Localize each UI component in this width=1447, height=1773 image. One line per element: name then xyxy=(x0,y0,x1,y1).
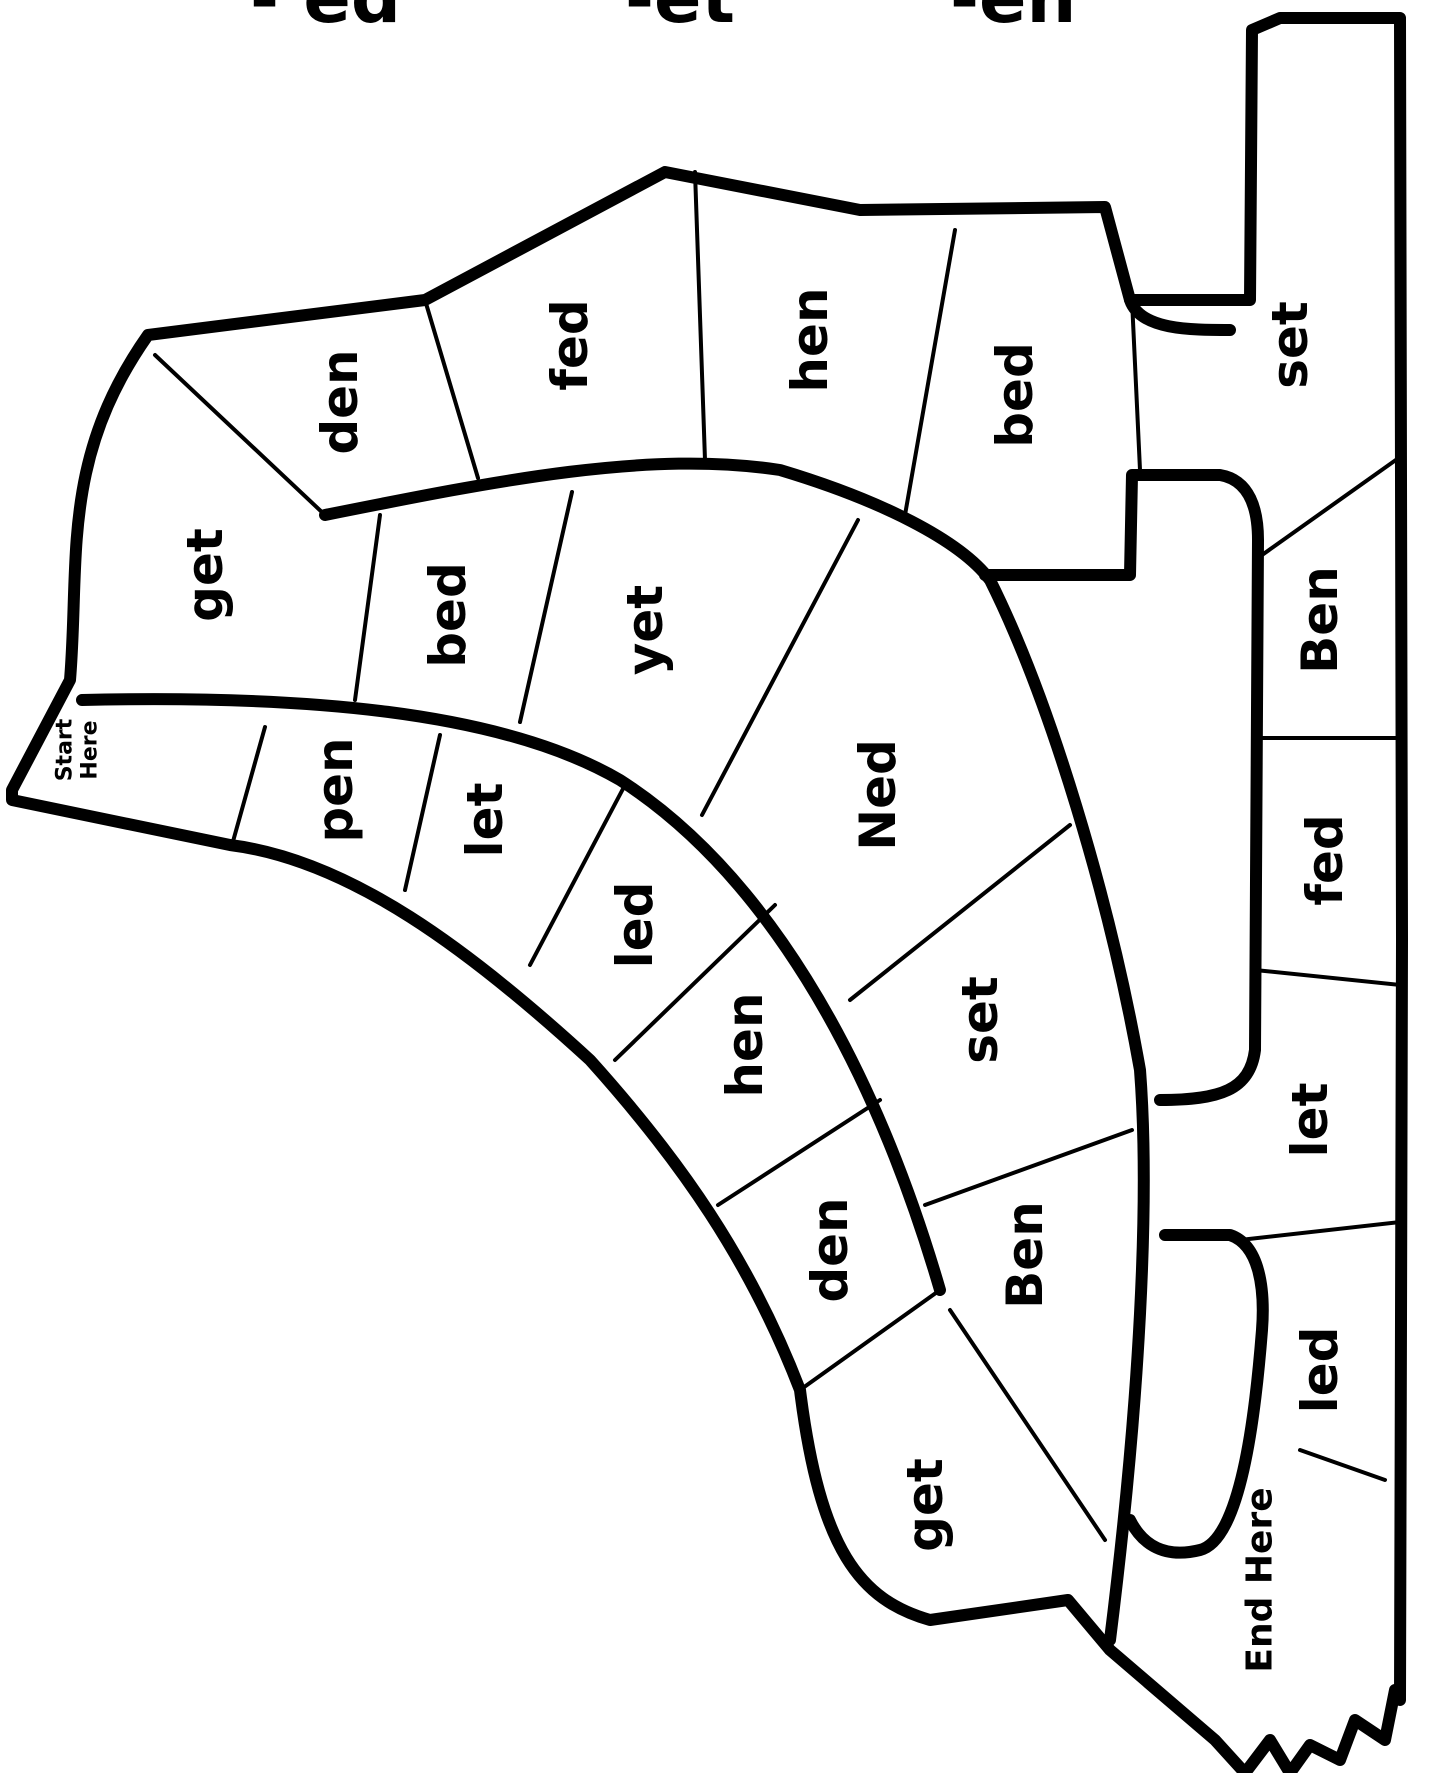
boot-outer-outline xyxy=(12,18,1402,1773)
space-20-let: let xyxy=(1281,1083,1339,1158)
space-14-fed: fed xyxy=(541,299,599,390)
space-15-hen: hen xyxy=(781,287,839,392)
end-label: End Here xyxy=(1240,1487,1281,1672)
header-en: -en xyxy=(950,0,1076,39)
boot-strap-loop-1 xyxy=(985,475,1258,1100)
space-1-pen: pen xyxy=(306,737,364,842)
space-2-let: let xyxy=(456,783,514,858)
space-8-bed: bed xyxy=(419,562,477,668)
start-label-line1: Start xyxy=(53,718,78,781)
space-21-led: led xyxy=(1291,1327,1349,1414)
space-10-ned: Ned xyxy=(849,739,907,851)
space-4-hen: hen xyxy=(716,992,774,1097)
space-16-bed: bed xyxy=(986,342,1044,448)
space-3-led: led xyxy=(606,882,664,969)
space-11-set: set xyxy=(951,976,1009,1064)
start-label-line2: Here xyxy=(78,720,103,779)
header-ed: - ed xyxy=(250,0,401,39)
space-17-set: set xyxy=(1261,301,1319,389)
space-5-den: den xyxy=(801,1197,859,1302)
space-13-den: den xyxy=(311,349,369,454)
space-6-get: get xyxy=(896,1458,954,1552)
space-19-fed: fed xyxy=(1296,814,1354,905)
space-7-get: get xyxy=(176,528,234,622)
space-12-ben: Ben xyxy=(996,1201,1054,1309)
space-9-yet: yet xyxy=(616,585,674,675)
space-18-ben: Ben xyxy=(1291,566,1349,674)
header-et: -et xyxy=(625,0,735,39)
